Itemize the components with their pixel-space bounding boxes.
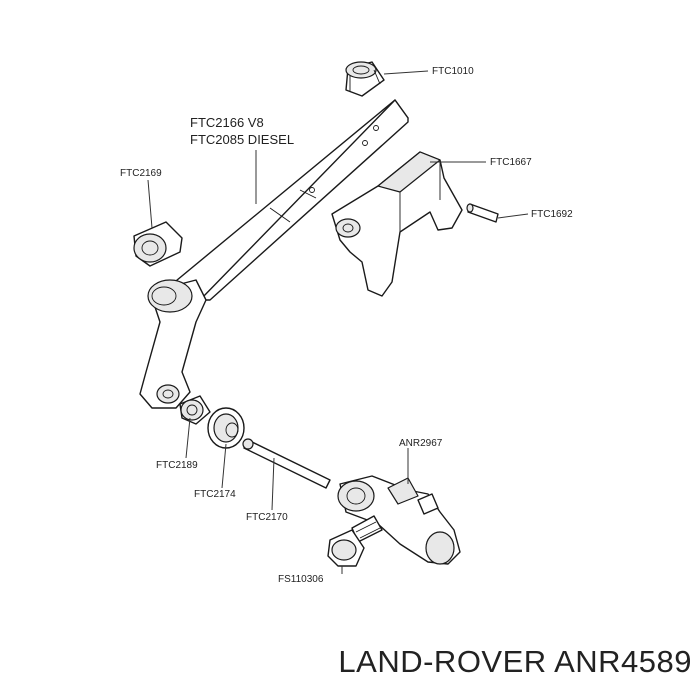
bolt-fs110306 (327, 515, 383, 567)
bush-ftc1010 (345, 61, 385, 97)
brand-caption: LAND-ROVER ANR4589 (338, 644, 692, 679)
label-ftc1692: FTC1692 (531, 209, 573, 220)
label-ftc2174: FTC2174 (194, 489, 236, 500)
label-ftc2189: FTC2189 (156, 460, 198, 471)
label-anr2967: ANR2967 (399, 438, 443, 449)
pin-ftc1692 (466, 203, 499, 223)
selector-fork-ftc1667 (331, 151, 463, 297)
selector-lever-arm (139, 279, 207, 409)
leader-lines (147, 70, 529, 574)
label-ftc2166-v8: FTC2166 V8 (190, 115, 264, 130)
label-fs110306: FS110306 (278, 574, 324, 585)
label-ftc2170: FTC2170 (246, 512, 288, 523)
selector-shaft (164, 99, 409, 301)
label-ftc2085-diesel: FTC2085 DIESEL (190, 132, 294, 147)
label-ftc1667: FTC1667 (490, 157, 532, 168)
label-ftc2169: FTC2169 (120, 168, 162, 179)
label-ftc1010: FTC1010 (432, 66, 474, 77)
washer-ftc2174 (207, 407, 245, 449)
bush-ftc2189 (179, 395, 211, 425)
bush-ftc2169 (133, 221, 183, 267)
housing-anr2967 (337, 475, 461, 565)
pivot-pin-ftc2170 (242, 438, 331, 489)
